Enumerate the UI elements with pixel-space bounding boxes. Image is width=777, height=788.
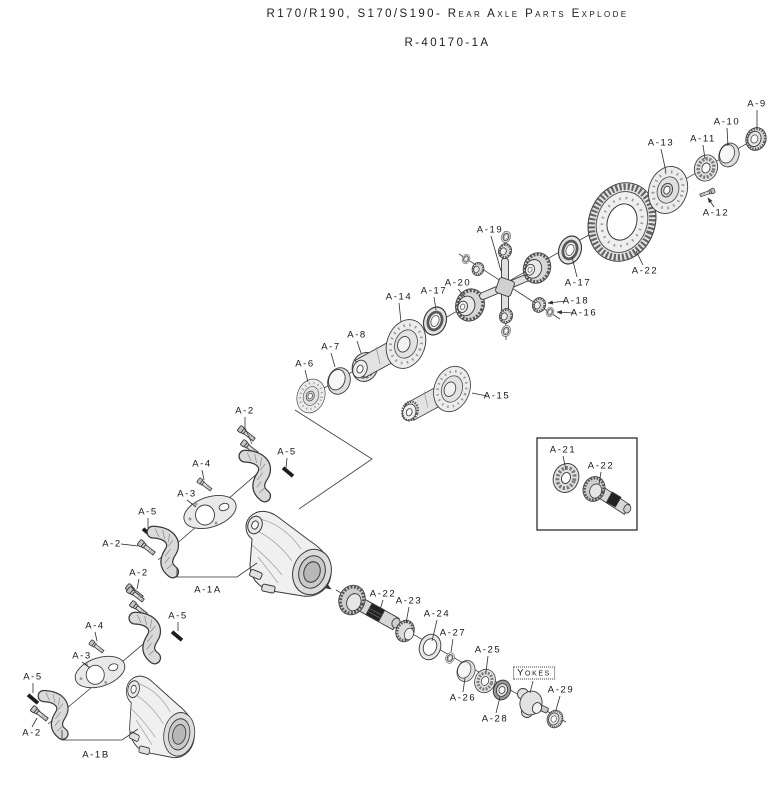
part-pinion-shaft-a22 (338, 584, 401, 631)
part-bearing-a23 (395, 619, 415, 643)
part-spider-washer-top (499, 229, 513, 245)
part-yoke (517, 688, 549, 718)
carrier-cluster-1 (124, 424, 338, 601)
leader-lines (31, 110, 758, 741)
part-spacer-a10 (715, 139, 743, 171)
part-slinger-a24 (418, 633, 442, 661)
part-spider-cross-a19 (479, 257, 530, 317)
part-seal-a28 (492, 679, 512, 701)
part-bolt-a12 (698, 187, 716, 199)
page-title: R170/R190, S170/S190- Rear Axle Parts Ex… (266, 8, 629, 20)
part-bearing-a11 (689, 149, 723, 187)
part-carrier-housing-a1b (125, 675, 200, 762)
part-pinion-gear-a18 (529, 294, 549, 316)
part-diff-case-a15 (398, 359, 478, 424)
carrier-cluster-2 (26, 585, 200, 762)
part-carrier-housing-a1a (244, 510, 338, 601)
part-spider-washer-bottom (499, 323, 513, 339)
part-side-gear-a20 (449, 283, 491, 327)
part-diff-case-a14 (348, 312, 434, 382)
inset-box (536, 437, 638, 531)
part-washer-a16 (544, 305, 556, 319)
part-spider-pinion-top (495, 240, 515, 262)
part-spider-pinion-bottom (496, 305, 516, 327)
part-spider-washer-upperleft (460, 252, 472, 266)
part-drive-flange-a6 (291, 374, 331, 418)
part-locknut-a9 (741, 123, 771, 155)
document-number: R-40170-1A (404, 37, 491, 49)
part-spacer-ring-a7 (323, 364, 355, 398)
part-thrust-washer-a17-right (553, 231, 587, 269)
